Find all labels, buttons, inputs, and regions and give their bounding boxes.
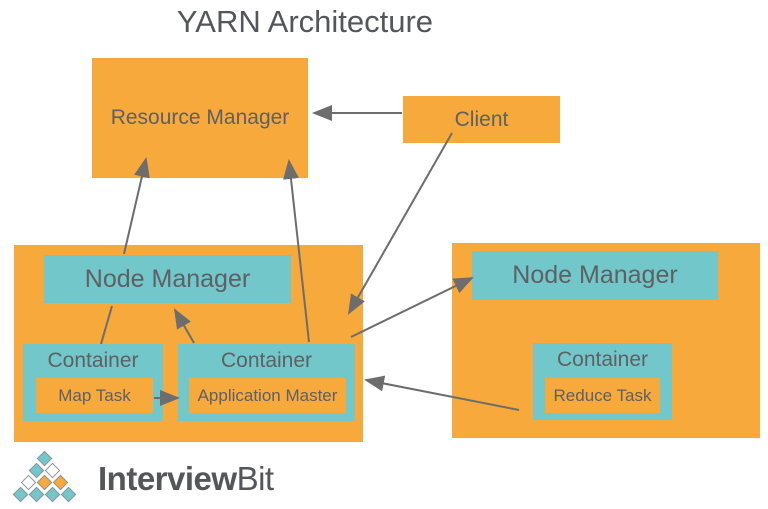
reduce-task-box: Reduce Task (545, 378, 660, 413)
client-box: Client (403, 96, 560, 143)
interviewbit-logo: InterviewBit (0, 444, 300, 509)
logo-diamond-teal (60, 486, 76, 502)
node-manager-right-label: Node Manager (512, 261, 678, 289)
interviewbit-logo-text-bold: Interview (98, 460, 237, 497)
resource-manager-box: Resource Manager (92, 58, 308, 178)
node-manager-left-label: Node Manager (84, 264, 251, 293)
client-label: Client (454, 107, 509, 131)
logo-diamond-white (44, 462, 60, 478)
node-manager-right-box: Node Manager (472, 251, 718, 300)
interviewbit-logo-mark (0, 444, 100, 509)
application-master-label: Application Master (197, 385, 338, 405)
resource-manager-label: Resource Manager (110, 106, 290, 129)
container-application-master-label: Container (220, 349, 313, 372)
arrow-client-to-node-left (348, 132, 453, 315)
map-task-box: Map Task (36, 378, 153, 413)
logo-diamond-teal (36, 450, 52, 466)
logo-diamond-white (20, 474, 36, 490)
application-master-box: Application Master (189, 378, 346, 413)
container-map-label: Container (47, 349, 139, 372)
map-task-label: Map Task (58, 385, 131, 405)
interviewbit-logo-text-light: Bit (236, 460, 275, 497)
node-manager-left-box: Node Manager (44, 255, 291, 303)
container-reduce-label: Container (556, 348, 649, 371)
logo-diamond-orange (52, 474, 68, 490)
diagram-title: YARN Architecture (176, 4, 434, 39)
reduce-task-label: Reduce Task (553, 385, 652, 405)
logo-diamond-orange (36, 474, 52, 490)
logo-diamond-teal (28, 462, 44, 478)
interviewbit-logo-text: InterviewBit (98, 460, 274, 498)
logo-diamond-teal (44, 486, 60, 502)
logo-diamond-teal (12, 486, 28, 502)
logo-diamond-teal (28, 486, 44, 502)
